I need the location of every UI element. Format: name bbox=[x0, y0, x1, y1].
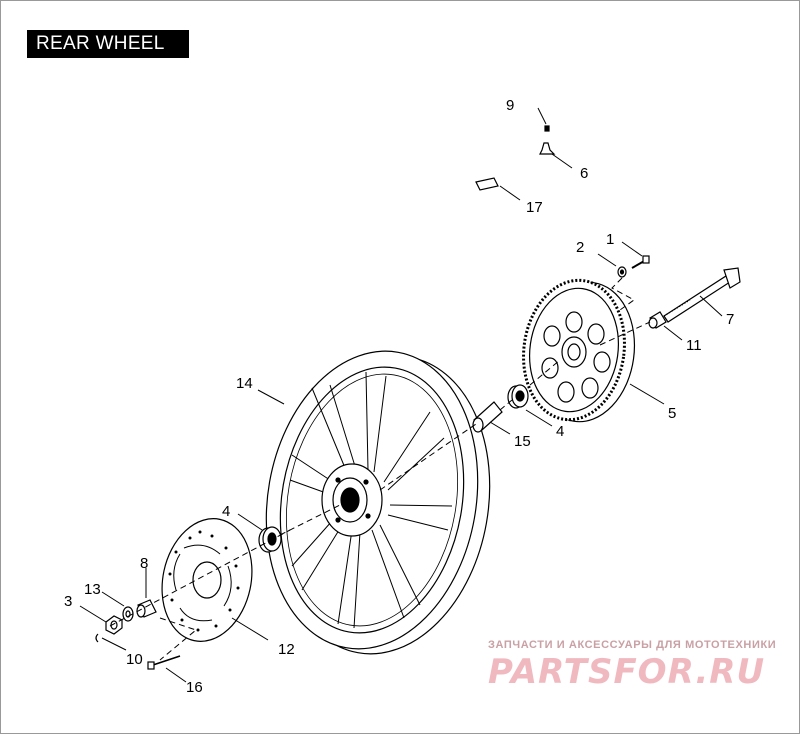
callout-numbers: 9 6 17 1 2 7 11 5 4 15 14 4 8 13 3 10 12… bbox=[64, 97, 734, 696]
callout-4-pulley: 4 bbox=[556, 423, 564, 440]
wheel-bearing-left bbox=[258, 526, 282, 553]
wheel-spacer bbox=[472, 401, 503, 433]
callout-7: 7 bbox=[726, 311, 734, 328]
rear-wheel-hub bbox=[321, 463, 383, 537]
disc-bolt bbox=[147, 655, 181, 670]
callout-16: 16 bbox=[186, 679, 203, 696]
callout-12: 12 bbox=[278, 641, 295, 658]
cotter-clip bbox=[95, 633, 99, 643]
callout-17: 17 bbox=[526, 199, 543, 216]
callout-14: 14 bbox=[236, 375, 253, 392]
brake-disc bbox=[161, 518, 253, 642]
leader-lines bbox=[79, 107, 723, 683]
valve-stem bbox=[539, 142, 556, 155]
axle-spacer bbox=[648, 311, 667, 329]
watermark-logo: PARTSFOR.RU bbox=[488, 652, 766, 692]
assembly-lines bbox=[109, 277, 651, 661]
callout-8: 8 bbox=[140, 555, 148, 572]
callout-1: 1 bbox=[606, 231, 614, 248]
callout-13: 13 bbox=[84, 581, 101, 598]
callout-4-hub: 4 bbox=[222, 503, 230, 520]
callout-6: 6 bbox=[580, 165, 588, 182]
balance-weight bbox=[475, 177, 499, 191]
callout-9: 9 bbox=[506, 97, 514, 114]
callout-2: 2 bbox=[576, 239, 584, 256]
pulley-washer bbox=[617, 266, 627, 278]
watermark-tagline: ЗАПЧАСТИ И АКСЕССУАРЫ ДЛЯ МОТОТЕХНИКИ bbox=[488, 639, 777, 651]
axle-nut bbox=[105, 615, 123, 635]
callout-15: 15 bbox=[514, 433, 531, 450]
callout-10: 10 bbox=[126, 651, 143, 668]
callout-11: 11 bbox=[686, 337, 702, 354]
valve-cap bbox=[544, 125, 550, 132]
rear-axle bbox=[663, 267, 741, 323]
wheel-bearing-right bbox=[507, 384, 529, 409]
pulley-screw bbox=[631, 255, 650, 269]
callout-5: 5 bbox=[668, 405, 676, 422]
rear-pulley bbox=[522, 278, 636, 423]
diagram-title: REAR WHEEL bbox=[27, 30, 189, 58]
callout-3: 3 bbox=[64, 593, 72, 610]
brake-side-spacer bbox=[136, 599, 157, 618]
